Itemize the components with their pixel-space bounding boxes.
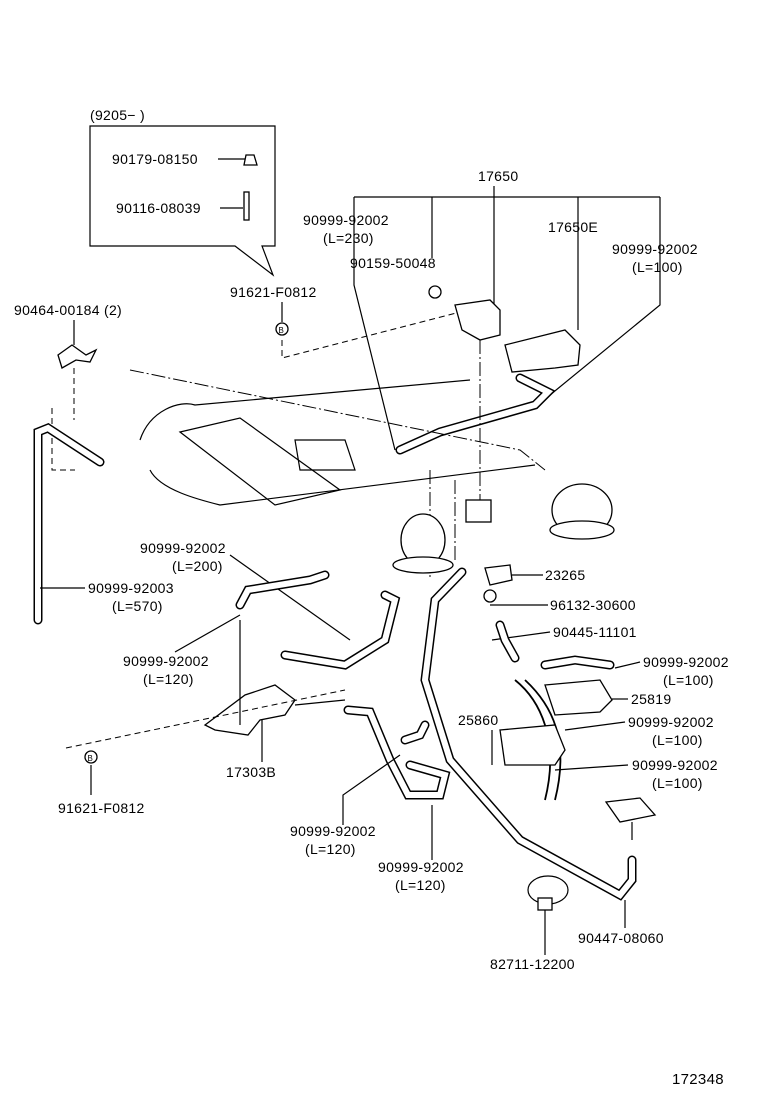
vsv-17650e-icon xyxy=(504,329,581,373)
label-stud[interactable]: 90116-08039 xyxy=(116,200,201,216)
stud-icon xyxy=(243,191,250,221)
label-vsv-25819[interactable]: 25819 xyxy=(631,691,671,707)
label-hose-120-mid-len: (L=120) xyxy=(305,841,356,857)
label-hose-100-r1-len: (L=100) xyxy=(663,672,714,688)
bracket-17303b-icon xyxy=(203,684,296,736)
label-bolt-bottom[interactable]: 91621-F0812 xyxy=(58,800,145,816)
label-nut[interactable]: 90179-08150 xyxy=(112,151,198,167)
label-hose-570[interactable]: 90999-92003 xyxy=(88,580,174,596)
label-hose-570-len: (L=570) xyxy=(112,598,163,614)
vsv-25860-icon xyxy=(499,724,566,766)
vsv-bracket xyxy=(454,299,501,341)
label-hose-120-low[interactable]: 90999-92002 xyxy=(378,859,464,875)
bolt-b-icon-bottom xyxy=(84,750,98,764)
b-mark-bottom: B xyxy=(88,754,94,763)
label-clip[interactable]: 90445-11101 xyxy=(553,624,637,640)
label-screw[interactable]: 90159-50048 xyxy=(350,255,436,271)
label-vsv-e[interactable]: 17650E xyxy=(548,219,598,235)
screw-icon xyxy=(428,285,442,299)
label-hose-100-r3[interactable]: 90999-92002 xyxy=(632,757,718,773)
inset-callout: (9205− ) 90179-08150 90116-08039 xyxy=(89,107,276,277)
label-hose-230-len: (L=230) xyxy=(323,230,374,246)
label-valve[interactable]: 23265 xyxy=(545,567,585,583)
bolt-b-icon xyxy=(275,322,289,336)
clamp-icon xyxy=(57,344,98,369)
cap-icon xyxy=(604,797,657,823)
label-hose-100-top[interactable]: 90999-92002 xyxy=(612,241,698,257)
label-hose-230[interactable]: 90999-92002 xyxy=(303,212,389,228)
label-hose-100-r2-len: (L=100) xyxy=(652,732,703,748)
label-gasket[interactable]: 96132-30600 xyxy=(550,597,636,613)
label-hose-100-top-len: (L=100) xyxy=(632,259,683,275)
label-vsv-25860[interactable]: 25860 xyxy=(458,712,498,728)
label-hose-120-left-len: (L=120) xyxy=(143,671,194,687)
nut-icon xyxy=(243,154,258,166)
label-hose-120-low-len: (L=120) xyxy=(395,877,446,893)
valve-23265-icon xyxy=(484,564,513,586)
label-band[interactable]: 82711-12200 xyxy=(490,956,575,972)
label-hose-120-mid[interactable]: 90999-92002 xyxy=(290,823,376,839)
label-hose-100-r3-len: (L=100) xyxy=(652,775,703,791)
label-vsv-assy[interactable]: 17650 xyxy=(478,168,518,184)
label-cap[interactable]: 90447-08060 xyxy=(578,930,664,946)
label-bolt-top[interactable]: 91621-F0812 xyxy=(230,284,317,300)
b-mark: B xyxy=(279,326,285,335)
label-hose-200-len: (L=200) xyxy=(172,558,223,574)
inset-date-range: (9205− ) xyxy=(90,107,145,123)
label-hose-200[interactable]: 90999-92002 xyxy=(140,540,226,556)
label-clamp[interactable]: 90464-00184 (2) xyxy=(14,302,122,318)
label-hose-120-left[interactable]: 90999-92002 xyxy=(123,653,209,669)
label-hose-100-r2[interactable]: 90999-92002 xyxy=(628,714,714,730)
label-bracket[interactable]: 17303B xyxy=(226,764,276,780)
vsv-25819-icon xyxy=(544,679,613,716)
figure-number: 172348 xyxy=(672,1071,724,1088)
label-hose-100-r1[interactable]: 90999-92002 xyxy=(643,654,729,670)
